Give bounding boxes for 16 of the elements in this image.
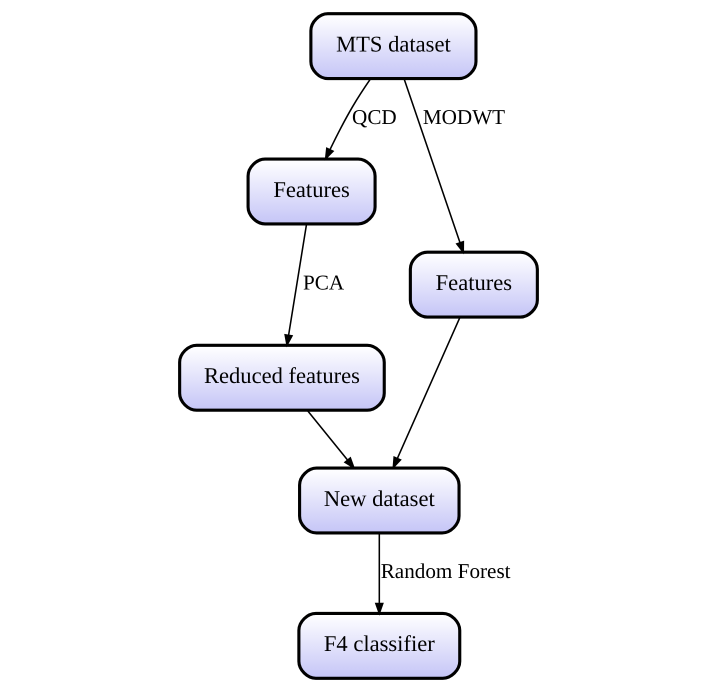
arrow — [306, 410, 356, 470]
node-box: Reduced features — [178, 344, 386, 412]
node-box: Features — [246, 157, 377, 226]
node-box: Features — [408, 250, 539, 319]
arrow — [403, 78, 464, 254]
edge-label: PCA — [302, 270, 344, 295]
arrow — [374, 534, 384, 616]
edge-label: QCD — [352, 104, 397, 129]
node-box: New dataset — [298, 466, 461, 535]
node-box: MTS dataset — [309, 12, 478, 80]
edge-label: Random Forest — [380, 559, 511, 584]
edge-label: MODWT — [422, 104, 506, 129]
node-box: F4 classifier — [297, 612, 462, 680]
arrow — [324, 78, 372, 161]
arrow — [284, 224, 308, 348]
arrow — [392, 317, 461, 470]
